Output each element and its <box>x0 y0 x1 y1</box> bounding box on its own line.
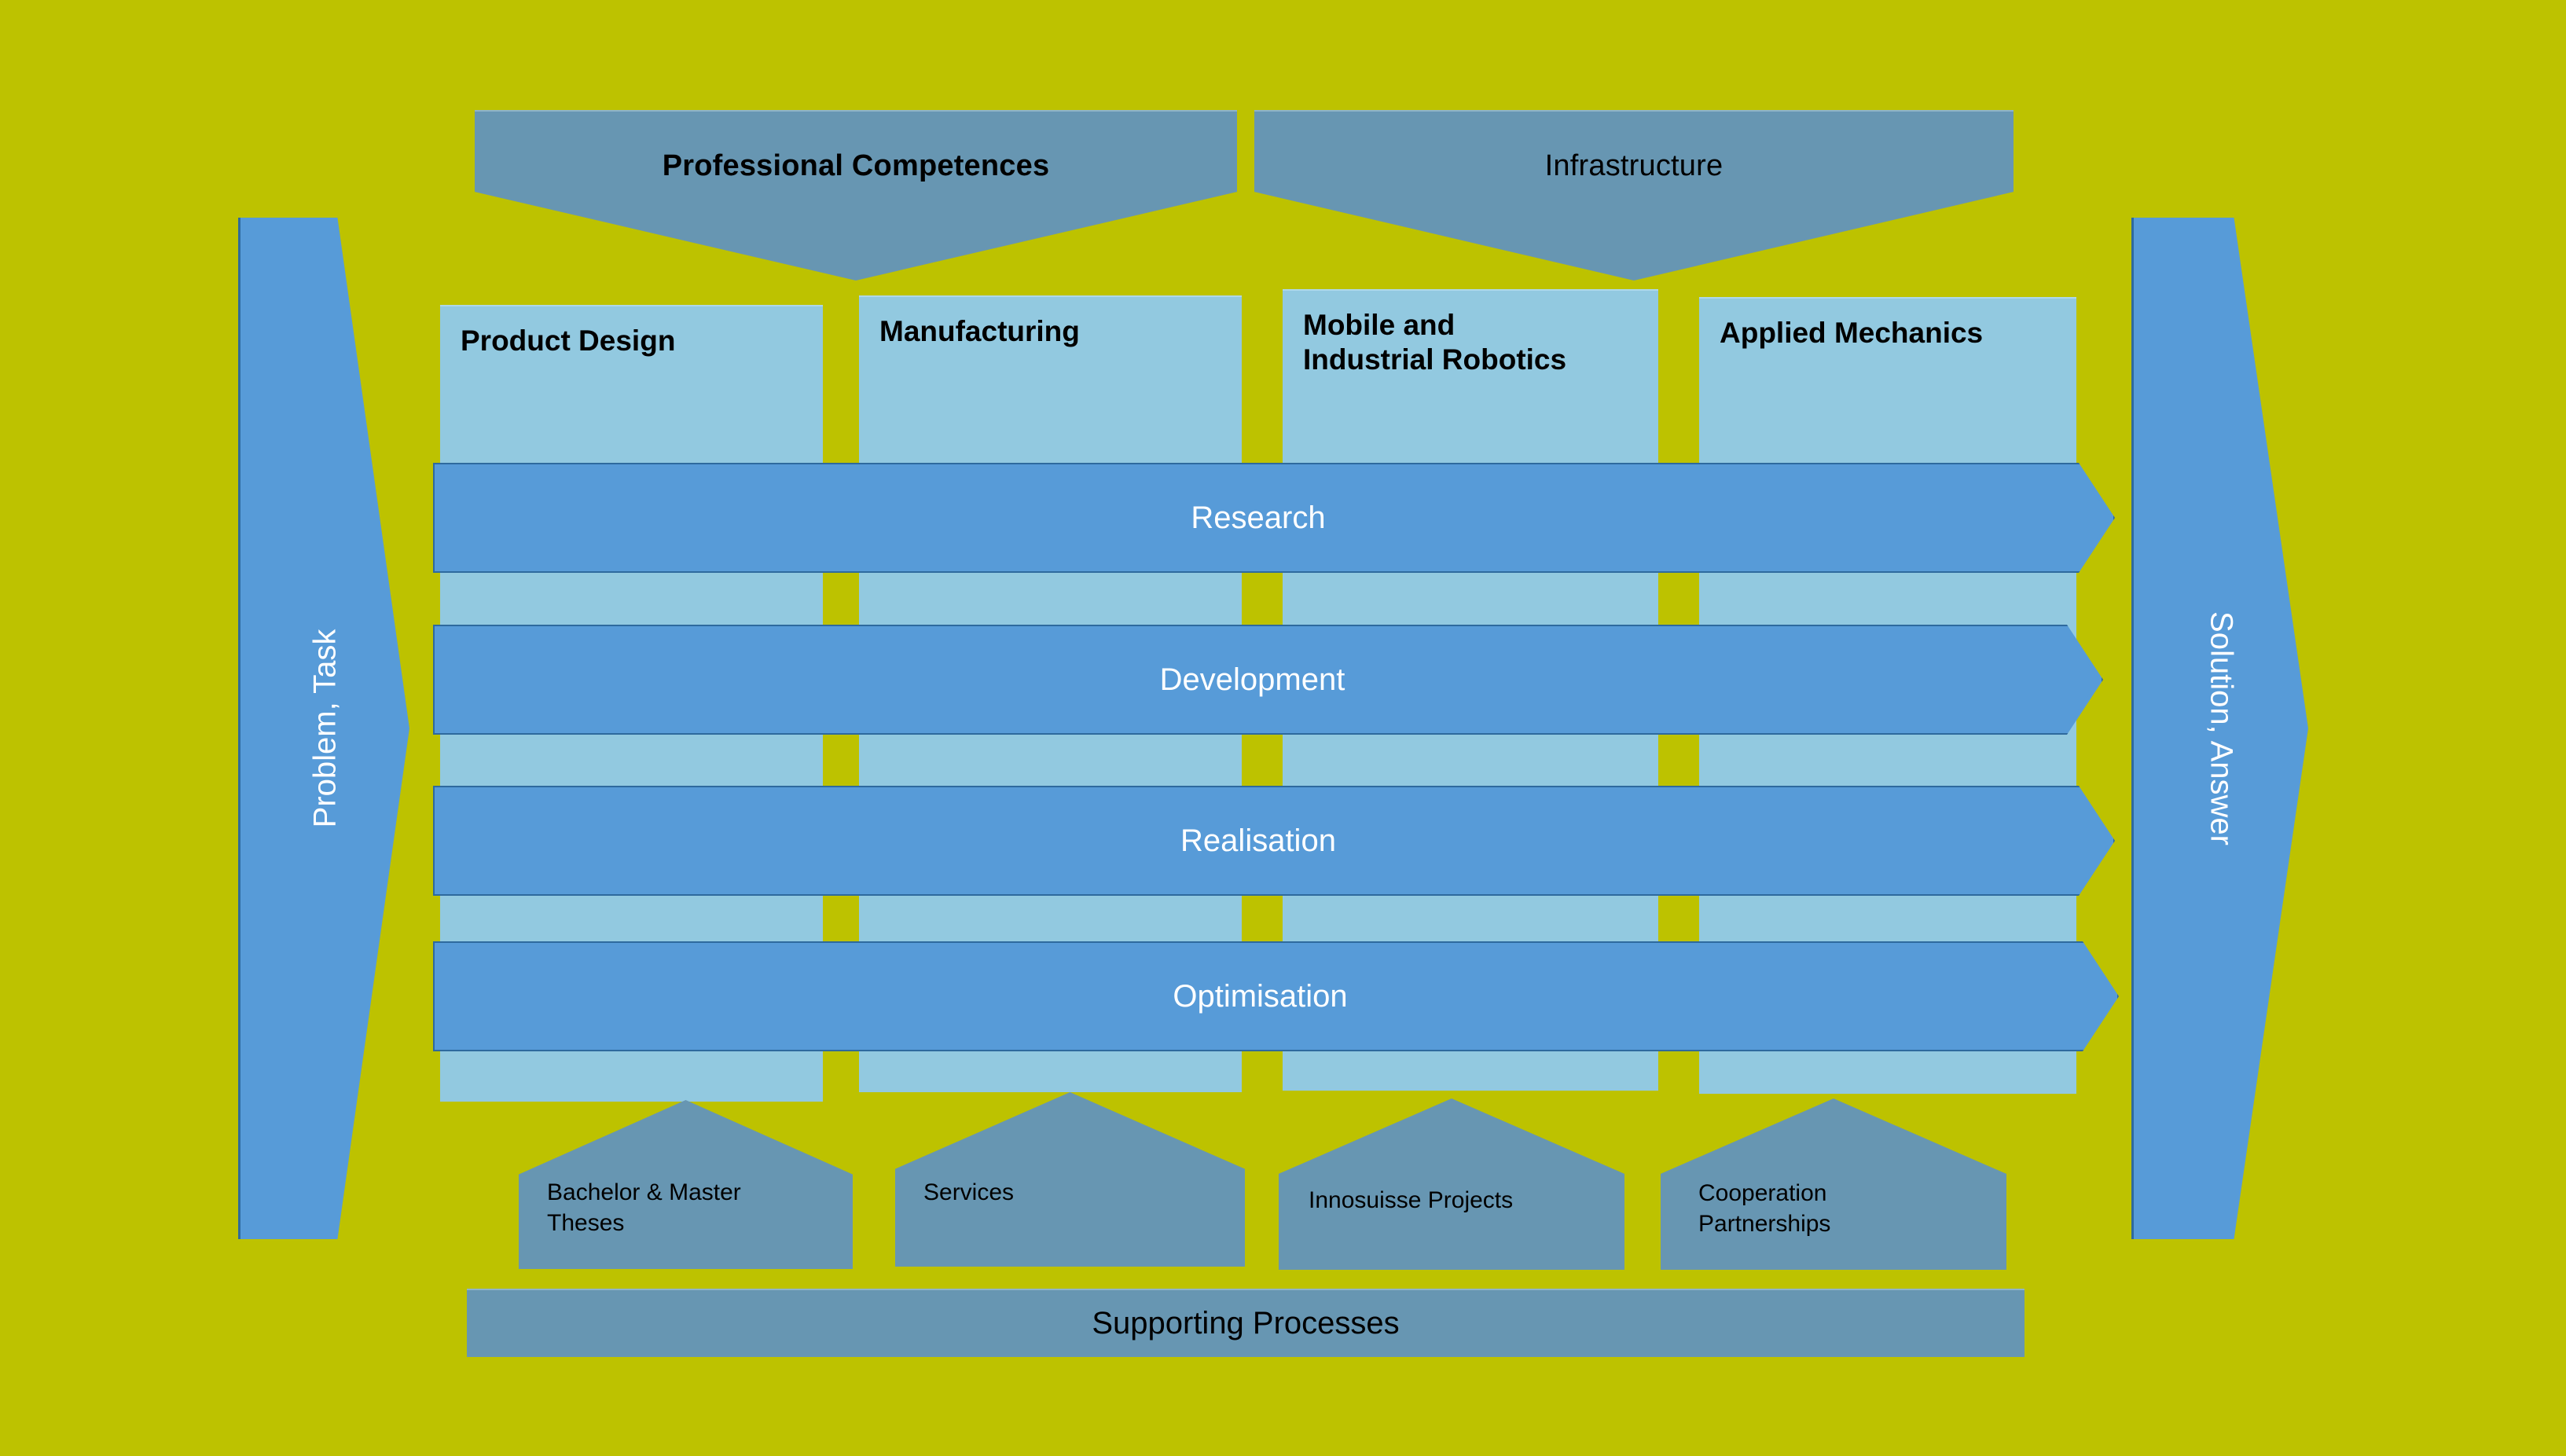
competence-column-label: Product Design <box>461 325 676 357</box>
competence-column-label: Mobile and Industrial Robotics <box>1303 309 1567 376</box>
supporting-item-label: Services <box>923 1179 1015 1206</box>
arrow-fill <box>437 945 2115 1047</box>
supporting-item-label: Bachelor & Master Theses <box>547 1179 741 1237</box>
process-arrow-label: Development <box>1159 662 1345 697</box>
process-arrow-label: Optimisation <box>1173 978 1348 1014</box>
supporting-item-cooperation-partnerships[interactable]: Cooperation Partnerships <box>1661 1098 2006 1270</box>
supporting-processes-bar[interactable]: Supporting Processes <box>467 1289 2025 1357</box>
side-arrow-solution-answer[interactable]: Solution, Answer <box>2131 218 2308 1239</box>
top-banner-infrastructure[interactable]: Infrastructure <box>1254 110 2014 281</box>
process-arrow-research[interactable]: Research <box>433 463 2115 573</box>
supporting-item-label: Cooperation Partnerships <box>1698 1179 1831 1238</box>
top-banner-professional-competences[interactable]: Professional Competences <box>475 110 1237 281</box>
side-arrow-label: Problem, Task <box>307 629 342 828</box>
arrow-fill <box>437 790 2111 892</box>
supporting-item-label: Innosuisse Projects <box>1309 1187 1514 1214</box>
supporting-processes-label: Supporting Processes <box>1092 1306 1400 1340</box>
side-arrow-problem-task[interactable]: Problem, Task <box>238 218 409 1239</box>
process-arrow-realisation[interactable]: Realisation <box>433 786 2115 896</box>
supporting-item-innosuisse-projects[interactable]: Innosuisse Projects <box>1279 1098 1624 1270</box>
arrow-fill <box>437 629 2099 731</box>
competence-column-label: Manufacturing <box>879 315 1080 347</box>
top-banner-label: Infrastructure <box>1544 149 1724 182</box>
side-arrow-label: Solution, Answer <box>2204 611 2239 845</box>
process-arrow-development[interactable]: Development <box>433 625 2103 735</box>
process-arrow-label: Realisation <box>1180 823 1336 858</box>
process-arrow-optimisation[interactable]: Optimisation <box>433 941 2119 1051</box>
top-banner-label: Professional Competences <box>662 149 1050 182</box>
supporting-item-bachelor-master-theses[interactable]: Bachelor & Master Theses <box>519 1100 853 1269</box>
competence-column-label: Applied Mechanics <box>1720 317 1984 349</box>
process-arrow-label: Research <box>1191 500 1326 535</box>
supporting-item-services[interactable]: Services <box>895 1092 1245 1267</box>
arrow-fill <box>437 467 2111 569</box>
